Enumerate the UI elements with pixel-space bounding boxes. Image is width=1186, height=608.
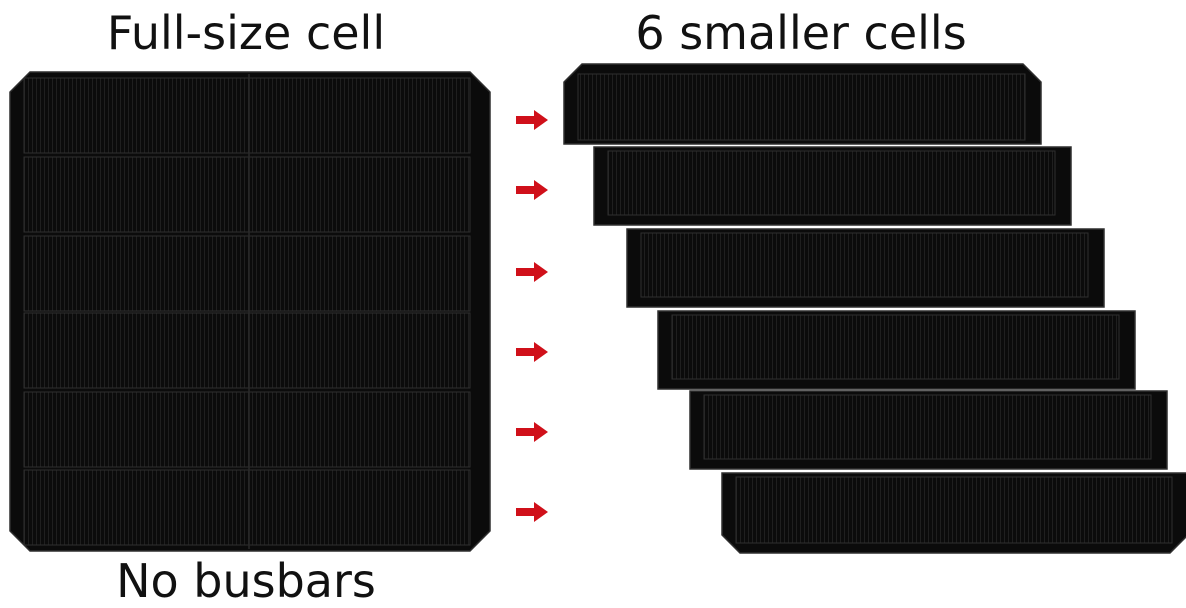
strip-finger-area: [640, 232, 1089, 298]
smaller-cell-strip: [626, 228, 1105, 308]
arrow-right-icon: [516, 262, 548, 282]
smaller-cell-strip: [689, 390, 1168, 470]
no-busbars-caption: No busbars: [116, 554, 376, 608]
full-cell-rows: [23, 77, 471, 546]
full-cell-row: [23, 156, 471, 233]
arrow-right-icon: [516, 110, 548, 130]
strip-finger-area: [703, 394, 1152, 460]
full-size-cell: [9, 71, 491, 552]
smaller-cell-strip: [563, 63, 1042, 145]
arrow-right-icon: [516, 180, 548, 200]
arrows: [516, 110, 548, 522]
smaller-cell-strip: [657, 310, 1136, 390]
full-cell-row: [23, 77, 471, 154]
strip-finger-area: [577, 73, 1026, 141]
full-size-cell-title: Full-size cell: [106, 6, 386, 60]
smaller-cell-strips: [563, 63, 1186, 554]
full-cell-row: [23, 235, 471, 312]
full-cell-row: [23, 312, 471, 389]
smaller-cell-strip: [593, 146, 1072, 226]
full-cell-row: [23, 469, 471, 546]
arrow-right-icon: [516, 342, 548, 362]
full-cell-row: [23, 391, 471, 468]
smaller-cell-strip: [721, 472, 1186, 554]
strip-finger-area: [607, 150, 1056, 216]
arrow-right-icon: [516, 422, 548, 442]
strip-finger-area: [671, 314, 1120, 380]
arrow-right-icon: [516, 502, 548, 522]
smaller-cells-title: 6 smaller cells: [635, 6, 967, 60]
strip-finger-area: [735, 476, 1173, 544]
